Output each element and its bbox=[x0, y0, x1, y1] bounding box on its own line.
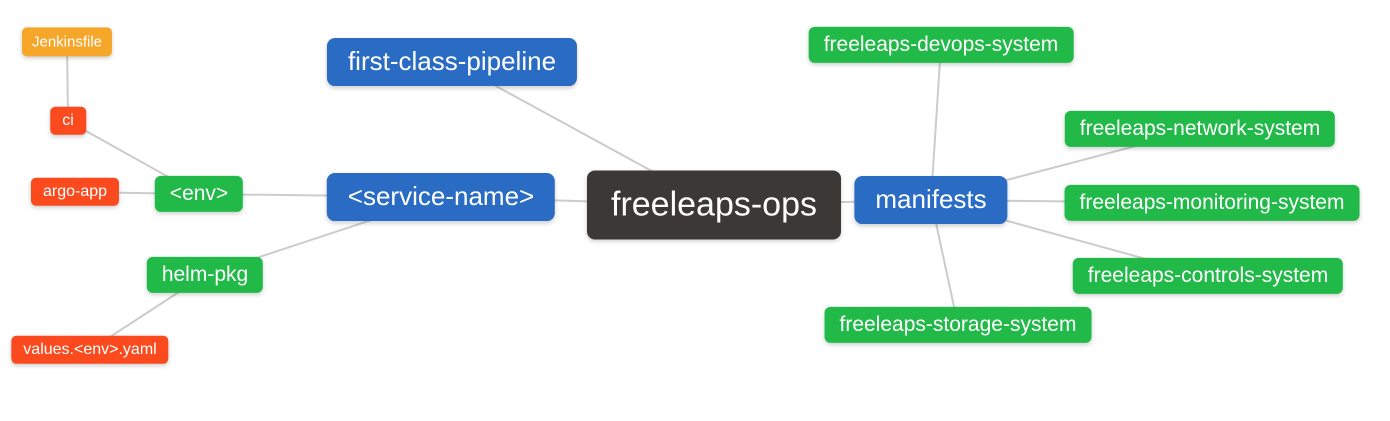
node-freeleaps-storage-system[interactable]: freeleaps-storage-system bbox=[824, 306, 1092, 344]
node-ci[interactable]: ci bbox=[50, 106, 86, 136]
edge-manifests--freeleaps-devops-system bbox=[930, 44, 942, 201]
node-first-class-pipeline[interactable]: first-class-pipeline bbox=[326, 38, 578, 86]
node-manifests[interactable]: manifests bbox=[854, 176, 1008, 224]
node-helm-pkg[interactable]: helm-pkg bbox=[146, 256, 264, 294]
node-freeleaps-devops-system[interactable]: freeleaps-devops-system bbox=[808, 26, 1074, 64]
node-jenkinsfile[interactable]: Jenkinsfile bbox=[21, 27, 113, 57]
node-freeleaps-ops[interactable]: freeleaps-ops bbox=[586, 170, 842, 240]
node-freeleaps-network-system[interactable]: freeleaps-network-system bbox=[1064, 110, 1336, 148]
node-freeleaps-monitoring-system[interactable]: freeleaps-monitoring-system bbox=[1064, 184, 1360, 222]
node-values-env-yaml[interactable]: values.<env>.yaml bbox=[11, 335, 169, 365]
node-env[interactable]: <env> bbox=[154, 175, 244, 213]
node-service-name[interactable]: <service-name> bbox=[326, 173, 556, 221]
node-argo-app[interactable]: argo-app bbox=[30, 177, 120, 207]
node-freeleaps-controls-system[interactable]: freeleaps-controls-system bbox=[1072, 257, 1344, 295]
